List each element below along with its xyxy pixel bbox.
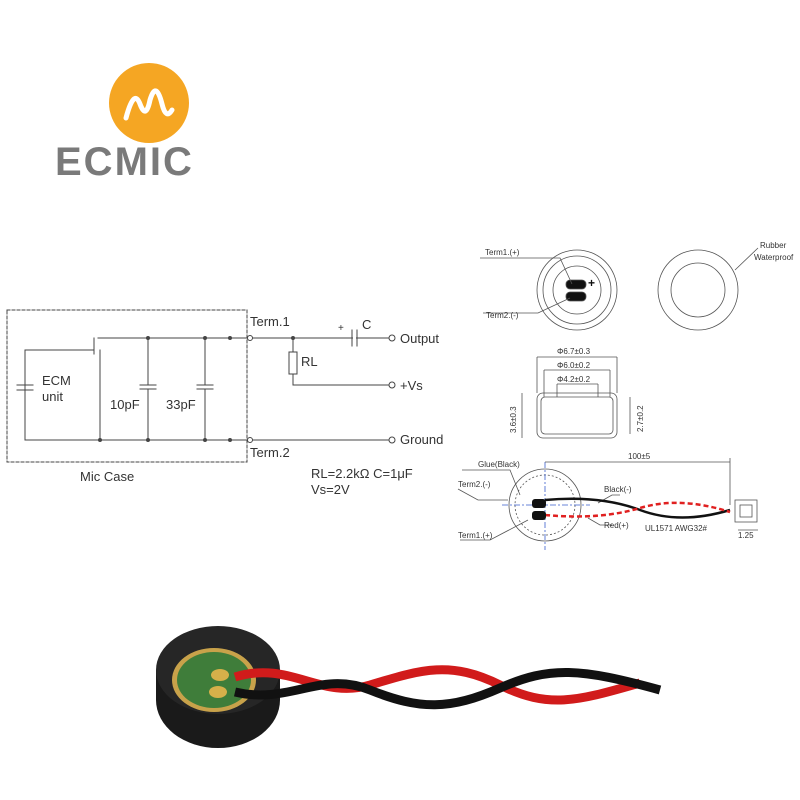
rl-label: RL [301,354,318,369]
length-label: 100±5 [628,452,651,461]
term1-plus-label: Term1.(+) [485,248,520,257]
glue-label: Glue(Black) [478,460,520,469]
dim-6-0-label: Φ6.0±0.2 [557,361,591,370]
brand-name-text: ECMIC [55,140,194,184]
cap-33pf-label: 33pF [166,397,196,412]
ecm-label: ECM [42,373,71,388]
params-line-2: Vs=2V [311,482,350,497]
rubber-label: Rubber [760,241,787,250]
c-label: C [362,317,371,332]
ecm-unit-label: unit [42,389,63,404]
params-line-1: RL=2.2kΩ C=1μF [311,466,413,481]
term2-bottom-label: Term2.(-) [458,480,491,489]
term2-minus-label: Term2.(-) [486,311,519,320]
red-wire-label: Red(+) [604,521,629,530]
dim-3-6-label: 3.6±0.3 [509,406,518,433]
svg-text:+: + [588,276,595,290]
output-label: Output [400,331,439,346]
term1-label: Term.1 [250,314,290,329]
dim-2-7-label: 2.7±0.2 [636,405,645,432]
ground-label: Ground [400,432,443,447]
c-plus-label: + [338,323,344,334]
pitch-label: 1.25 [738,531,754,540]
term1-bottom-label: Term1.(+) [458,531,493,540]
brand-name: ECMIC [55,140,245,185]
dim-4-2-label: Φ4.2±0.2 [557,375,591,384]
term2-label: Term.2 [250,445,290,460]
mic-case-box [6,309,248,463]
wire-spec-label: UL1571 AWG32# [645,524,708,533]
dim-6-7-label: Φ6.7±0.3 [557,347,591,356]
waterproof-label: Waterproof [754,253,794,262]
vs-label: +Vs [400,378,423,393]
black-wire-label: Black(-) [604,485,632,494]
mic-case-label: Mic Case [80,469,134,484]
cap-10pf-label: 10pF [110,397,140,412]
